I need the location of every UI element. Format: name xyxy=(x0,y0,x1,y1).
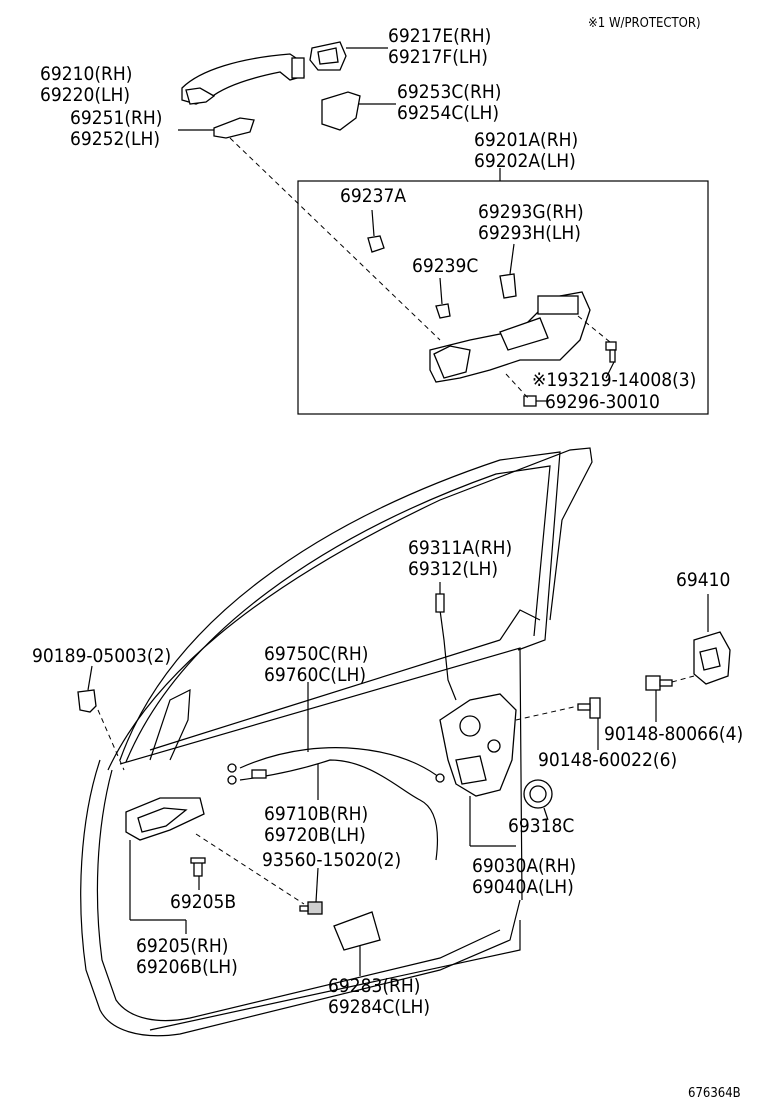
part-label-69217-2: 69217F(LH) xyxy=(388,46,488,68)
seal-69318 xyxy=(523,779,553,809)
header-note: ※1 W/PROTECTOR) xyxy=(588,16,701,31)
leader-93219 xyxy=(605,361,615,379)
part-label-69205-2: 69206B(LH) xyxy=(136,956,238,978)
screw-90148-60022 xyxy=(577,697,601,719)
dashed-guide-7 xyxy=(195,833,305,905)
handle-pad-69253 xyxy=(321,91,361,131)
part-label-93219-1: ※193219-14008(3) xyxy=(532,369,696,391)
part-label-69205b-1: 69205B xyxy=(170,891,236,913)
screw-69205b xyxy=(190,857,206,877)
part-label-69283-2: 69284C(LH) xyxy=(328,996,430,1018)
part-label-69210-2: 69220(LH) xyxy=(40,84,130,106)
cap-69237 xyxy=(367,235,385,253)
part-label-69251-1: 69251(RH) xyxy=(70,107,162,129)
part-label-69217-1: 69217E(RH) xyxy=(388,25,491,47)
handle-pad-69251 xyxy=(213,117,255,139)
dashed-guide-1 xyxy=(229,137,441,341)
bolt-93219 xyxy=(605,341,617,363)
part-label-90148a-1: 90148-80066(4) xyxy=(604,723,743,745)
part-label-69201-1: 69201A(RH) xyxy=(474,129,578,151)
rod-69311-end xyxy=(435,593,445,613)
cover-69283 xyxy=(333,911,381,951)
part-label-69237-1: 69237A xyxy=(340,185,406,207)
part-label-69410-1: 69410 xyxy=(676,569,730,591)
cap-69239 xyxy=(435,303,451,319)
rod-69311 xyxy=(439,609,457,701)
part-label-69239-1: 69239C xyxy=(412,255,478,277)
handle-cap xyxy=(309,41,347,71)
striker-69410 xyxy=(693,631,731,685)
leader-69237 xyxy=(371,209,375,237)
leader-69293 xyxy=(509,243,515,275)
footer-code: 676364B xyxy=(688,1086,741,1101)
part-label-69296-1: 69296-30010 xyxy=(545,391,660,413)
dashed-guide-5 xyxy=(671,675,695,683)
part-label-69030-1: 69030A(RH) xyxy=(472,855,576,877)
part-label-69710-1: 69710B(RH) xyxy=(264,803,368,825)
part-label-90148b-1: 90148-60022(6) xyxy=(538,749,677,771)
inside-handle xyxy=(125,797,205,841)
part-label-69293-1: 69293G(RH) xyxy=(478,201,584,223)
dashed-guide-4 xyxy=(515,705,579,721)
leader-69318 xyxy=(543,807,549,821)
frame-box xyxy=(297,180,709,415)
handle-frame-assembly xyxy=(429,291,591,383)
part-label-69030-2: 69040A(LH) xyxy=(472,876,574,898)
part-label-69210-1: 69210(RH) xyxy=(40,63,132,85)
bolt-69296 xyxy=(523,395,548,407)
part-labels: 69217E(RH)69217F(LH)69210(RH)69220(LH)69… xyxy=(32,25,743,1018)
part-label-69710-2: 69720B(LH) xyxy=(264,824,366,846)
clip-90189 xyxy=(77,689,97,713)
part-label-69750-1: 69750C(RH) xyxy=(264,643,368,665)
door-lock-assembly xyxy=(439,693,517,797)
part-label-90189-1: 90189-05003(2) xyxy=(32,645,171,667)
part-label-69251-2: 69252(LH) xyxy=(70,128,160,150)
part-label-69253-2: 69254C(LH) xyxy=(397,102,499,124)
clip-69293 xyxy=(499,273,517,299)
part-label-69293-2: 69293H(LH) xyxy=(478,222,581,244)
cable-69750 xyxy=(227,747,445,783)
screw-93560 xyxy=(299,901,323,915)
screw-90148-80066 xyxy=(645,675,673,691)
outside-handle xyxy=(181,53,305,105)
part-label-69318-1: 69318C xyxy=(508,815,574,837)
dashed-guide-3 xyxy=(505,373,529,399)
part-label-69283-1: 69283(RH) xyxy=(328,975,420,997)
dashed-guide-2 xyxy=(577,315,611,343)
door-frame xyxy=(80,447,593,1037)
part-label-69253-1: 69253C(RH) xyxy=(397,81,501,103)
cable-69710 xyxy=(227,759,439,861)
part-label-93560-1: 93560-15020(2) xyxy=(262,849,401,871)
part-label-69201-2: 69202A(LH) xyxy=(474,150,576,172)
part-label-69750-2: 69760C(LH) xyxy=(264,664,366,686)
leader-69239 xyxy=(439,277,443,305)
leader-93560 xyxy=(315,867,319,903)
part-label-69311-2: 69312(LH) xyxy=(408,558,498,580)
dashed-guide-6 xyxy=(97,709,125,771)
part-label-69205-1: 69205(RH) xyxy=(136,935,228,957)
leader-90189 xyxy=(87,665,93,691)
part-label-69311-1: 69311A(RH) xyxy=(408,537,512,559)
